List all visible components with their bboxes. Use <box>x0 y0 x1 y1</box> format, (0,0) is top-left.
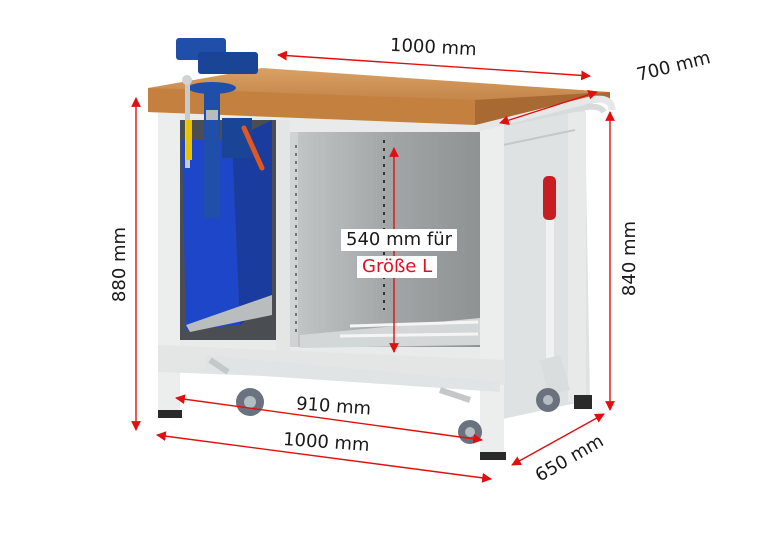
size-l-label: Größe L <box>357 256 438 278</box>
bench-vice <box>176 38 265 218</box>
top-width-label: 1000 mm <box>389 34 478 61</box>
frame-height-label: 840 mm <box>619 220 641 297</box>
left-bay <box>180 120 276 340</box>
dimension-arrows <box>131 50 615 483</box>
lift-handle <box>540 176 570 395</box>
right-side-frame <box>494 103 607 420</box>
inner-height-label: 540 mm für <box>341 229 458 251</box>
total-height-label: 880 mm <box>109 226 131 303</box>
